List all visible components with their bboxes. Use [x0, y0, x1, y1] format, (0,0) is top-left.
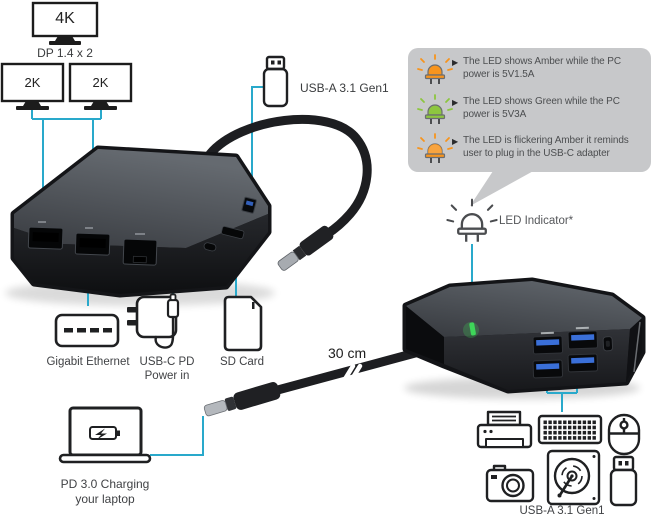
keyboard-keys [543, 420, 596, 440]
power-adapter-icon [127, 293, 180, 349]
usb-c-connector-2 [203, 382, 281, 417]
led-amber-icon [417, 54, 453, 84]
usb-a-bottom-label: USB-A 3.1 Gen1 [519, 505, 605, 517]
camera-icon [485, 464, 535, 503]
kensington-lock-slot [602, 336, 614, 352]
usb-c-port [203, 242, 217, 252]
bullet-arrow-icon: ▶ [452, 58, 459, 67]
cable-length-label: 30 cm [328, 345, 367, 361]
usb-a-top-wire [251, 86, 264, 200]
ethernet-port [122, 238, 158, 266]
usb-a-top-label: USB-A 3.1 Gen1 [300, 81, 389, 95]
battery-charging-icon [89, 426, 120, 440]
dock2-green-led [469, 322, 476, 336]
monitor-2k-left-label: 2K [24, 75, 41, 90]
monitor-bracket-wire [31, 110, 102, 240]
sd-card-label: SD Card [219, 356, 265, 368]
dock1-front-view [10, 145, 272, 298]
dp-label: DP 1.4 x 2 [37, 46, 93, 60]
sd-slot [221, 226, 245, 240]
usb-a-side-port [241, 196, 257, 214]
led-callout-bubble [408, 48, 651, 206]
monitor-4k [31, 1, 99, 45]
usb-stick-bottom-icon [609, 455, 638, 507]
dock2-rear-view [402, 277, 646, 394]
bullet-arrow-icon: ▶ [452, 137, 459, 146]
usb-c-pd-label-line2: Power in [144, 370, 190, 382]
gigabit-ethernet-icon [54, 313, 120, 348]
callout-flicker-line1: The LED is flickering Amber it reminds [463, 135, 629, 146]
hard-drive-icon [546, 449, 601, 506]
printer-icon [476, 410, 533, 449]
displayport-1 [27, 226, 64, 250]
sd-card-icon [223, 295, 263, 352]
callout-green-line2: power is 5V3A [463, 109, 527, 120]
led-green-icon [417, 94, 453, 124]
laptop-icon [58, 406, 152, 464]
displayport-2 [74, 232, 111, 256]
monitor-2k-right-label: 2K [92, 75, 109, 90]
keyboard-icon [537, 414, 603, 445]
host-cable-30cm [203, 344, 435, 417]
led-indicator-icon [446, 198, 498, 242]
led-indicator-label: LED Indicator* [499, 215, 574, 227]
led-flicker-amber-icon [417, 133, 453, 163]
usb-c-pd-label-line1: USB-C PD [139, 356, 195, 368]
callout-green-line1: The LED shows Green while the PC [463, 96, 620, 107]
dock1-host-cable [205, 115, 372, 271]
callout-amber-line1: The LED shows Amber while the PC [463, 56, 621, 67]
pd-charging-label-line2: your laptop [75, 492, 135, 506]
monitor-2k-left [0, 62, 65, 110]
usb-c-connector-1 [277, 225, 334, 271]
mouse-icon [607, 413, 641, 456]
laptop-wire [150, 416, 204, 456]
pd-charging-label-line1: PD 3.0 Charging [60, 477, 150, 491]
usb-a-ports-2x2 [532, 326, 599, 379]
callout-flicker-line2: user to plug in the USB-C adapter [463, 148, 610, 159]
monitor-4k-label: 4K [55, 10, 75, 27]
callout-amber-line2: power is 5V1.5A [463, 69, 535, 80]
bullet-arrow-icon: ▶ [452, 98, 459, 107]
usb-stick-top-icon [262, 55, 289, 108]
gigabit-ethernet-label: Gigabit Ethernet [46, 356, 130, 368]
monitor-2k-right [68, 62, 133, 110]
